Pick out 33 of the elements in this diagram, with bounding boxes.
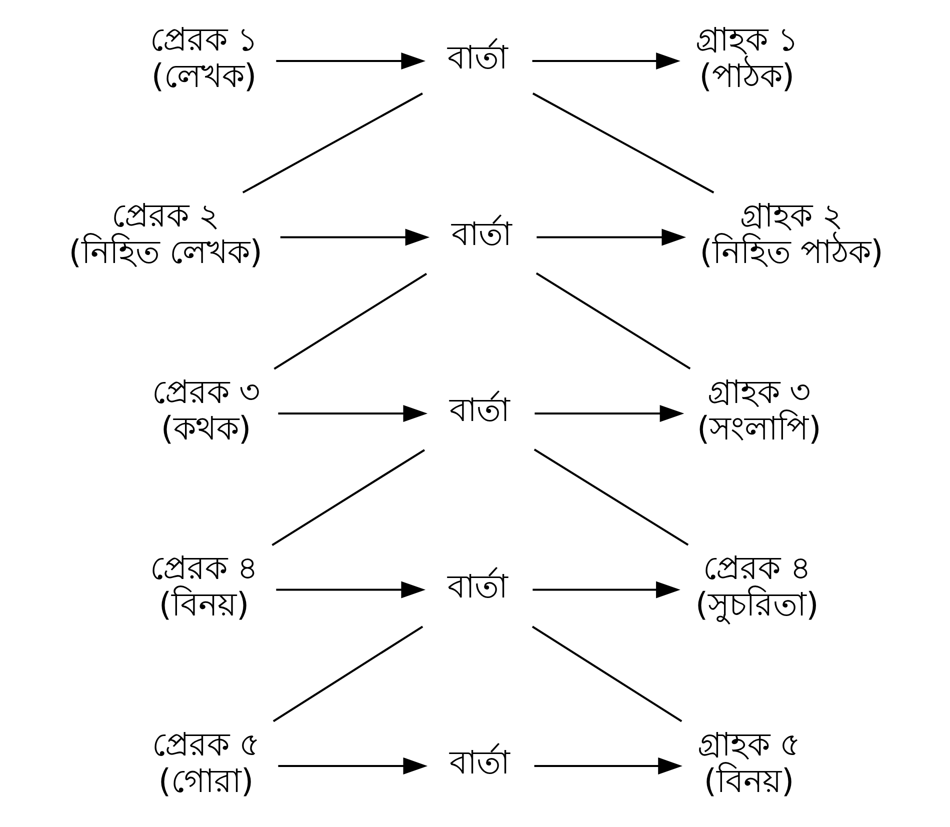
node-text: প্রেরক ৩ (কথক) xyxy=(151,372,260,448)
node-text: বার্তা xyxy=(451,214,512,253)
node-text: গ্রাহক ৫ (বিনয়) xyxy=(696,725,800,800)
connector xyxy=(533,448,688,546)
arrow xyxy=(532,52,680,70)
node-text: বার্তা xyxy=(449,744,510,782)
node-text: বার্তা xyxy=(447,38,508,77)
arrow xyxy=(534,757,682,774)
node-text: গ্রাহক ২ (নিহিত পাঠক) xyxy=(699,196,883,272)
arrow xyxy=(534,404,684,422)
connector xyxy=(535,272,690,370)
arrow xyxy=(536,228,686,246)
arrow xyxy=(276,581,426,598)
node-text: গ্রাহক ৩ (সংলাপি) xyxy=(696,372,821,448)
node-text: প্রেরক ৪ (বিনয়) xyxy=(149,549,258,624)
node-text: প্রেরক ৫ (গোরা) xyxy=(151,725,260,800)
node-text: বার্তা xyxy=(447,567,508,606)
connector xyxy=(242,92,422,194)
connector xyxy=(273,272,427,370)
connector xyxy=(531,626,682,722)
node-text: প্রেরক ১ (লেখক) xyxy=(149,20,258,95)
connector xyxy=(272,626,423,722)
connector xyxy=(532,92,714,194)
arrow xyxy=(280,228,430,246)
arrow xyxy=(276,52,426,70)
arrow xyxy=(532,581,680,598)
node-text: প্রেরক ২ (নিহিত লেখক) xyxy=(68,196,262,272)
connector xyxy=(271,449,424,546)
arrow xyxy=(278,404,428,422)
node-text: প্রেরক ৪ (সুচরিতা) xyxy=(694,549,818,624)
node-text: বার্তা xyxy=(449,391,510,430)
node-text: গ্রাহক ১ (পাঠক) xyxy=(694,20,798,95)
arrow xyxy=(278,757,428,774)
